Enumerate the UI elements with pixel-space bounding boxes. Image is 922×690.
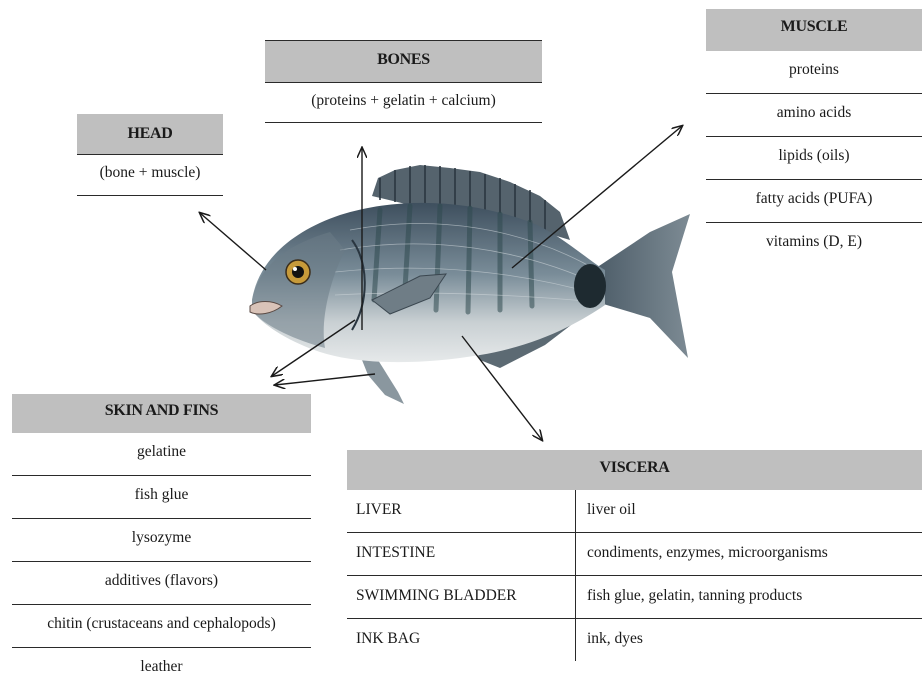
muscle-title: MUSCLE [706,9,922,51]
viscera-organ: SWIMMING BLADDER [347,576,576,618]
skin-item: lysozyme [12,519,311,562]
bones-title: BONES [265,41,542,83]
viscera-title: VISCERA [347,450,922,490]
viscera-products: fish glue, gelatin, tanning products [576,576,802,618]
bones-box: BONES (proteins + gelatin + calcium) [265,40,542,123]
viscera-organ: INTESTINE [347,533,576,575]
viscera-products: condiments, enzymes, microorganisms [576,533,828,575]
viscera-organ: LIVER [347,490,576,532]
viscera-organ: INK BAG [347,619,576,661]
skin-item: chitin (crustaceans and cephalopods) [12,605,311,648]
arrow-skin-lower [275,374,375,385]
muscle-item: proteins [706,51,922,94]
viscera-products: ink, dyes [576,619,643,661]
head-item: (bone + muscle) [77,155,223,196]
viscera-box: VISCERA LIVER liver oil INTESTINE condim… [347,450,922,661]
skin-item: gelatine [12,433,311,476]
pelvic-fin [360,355,404,404]
bones-item: (proteins + gelatin + calcium) [265,83,542,123]
caudal-spot [574,264,606,308]
viscera-row: LIVER liver oil [347,490,922,533]
viscera-row: INK BAG ink, dyes [347,619,922,661]
muscle-item: amino acids [706,94,922,137]
head-title: HEAD [77,114,223,155]
viscera-row: SWIMMING BLADDER fish glue, gelatin, tan… [347,576,922,619]
muscle-box: MUSCLE proteins amino acids lipids (oils… [706,9,922,265]
skin-and-fins-title: SKIN AND FINS [12,394,311,433]
arrow-head [200,213,266,270]
viscera-products: liver oil [576,490,636,532]
head-box: HEAD (bone + muscle) [77,114,223,196]
skin-item: additives (flavors) [12,562,311,605]
skin-and-fins-box: SKIN AND FINS gelatine fish glue lysozym… [12,394,311,690]
muscle-item: vitamins (D, E) [706,223,922,265]
muscle-item: fatty acids (PUFA) [706,180,922,223]
skin-item: leather [12,648,311,690]
muscle-item: lipids (oils) [706,137,922,180]
skin-item: fish glue [12,476,311,519]
viscera-row: INTESTINE condiments, enzymes, microorga… [347,533,922,576]
